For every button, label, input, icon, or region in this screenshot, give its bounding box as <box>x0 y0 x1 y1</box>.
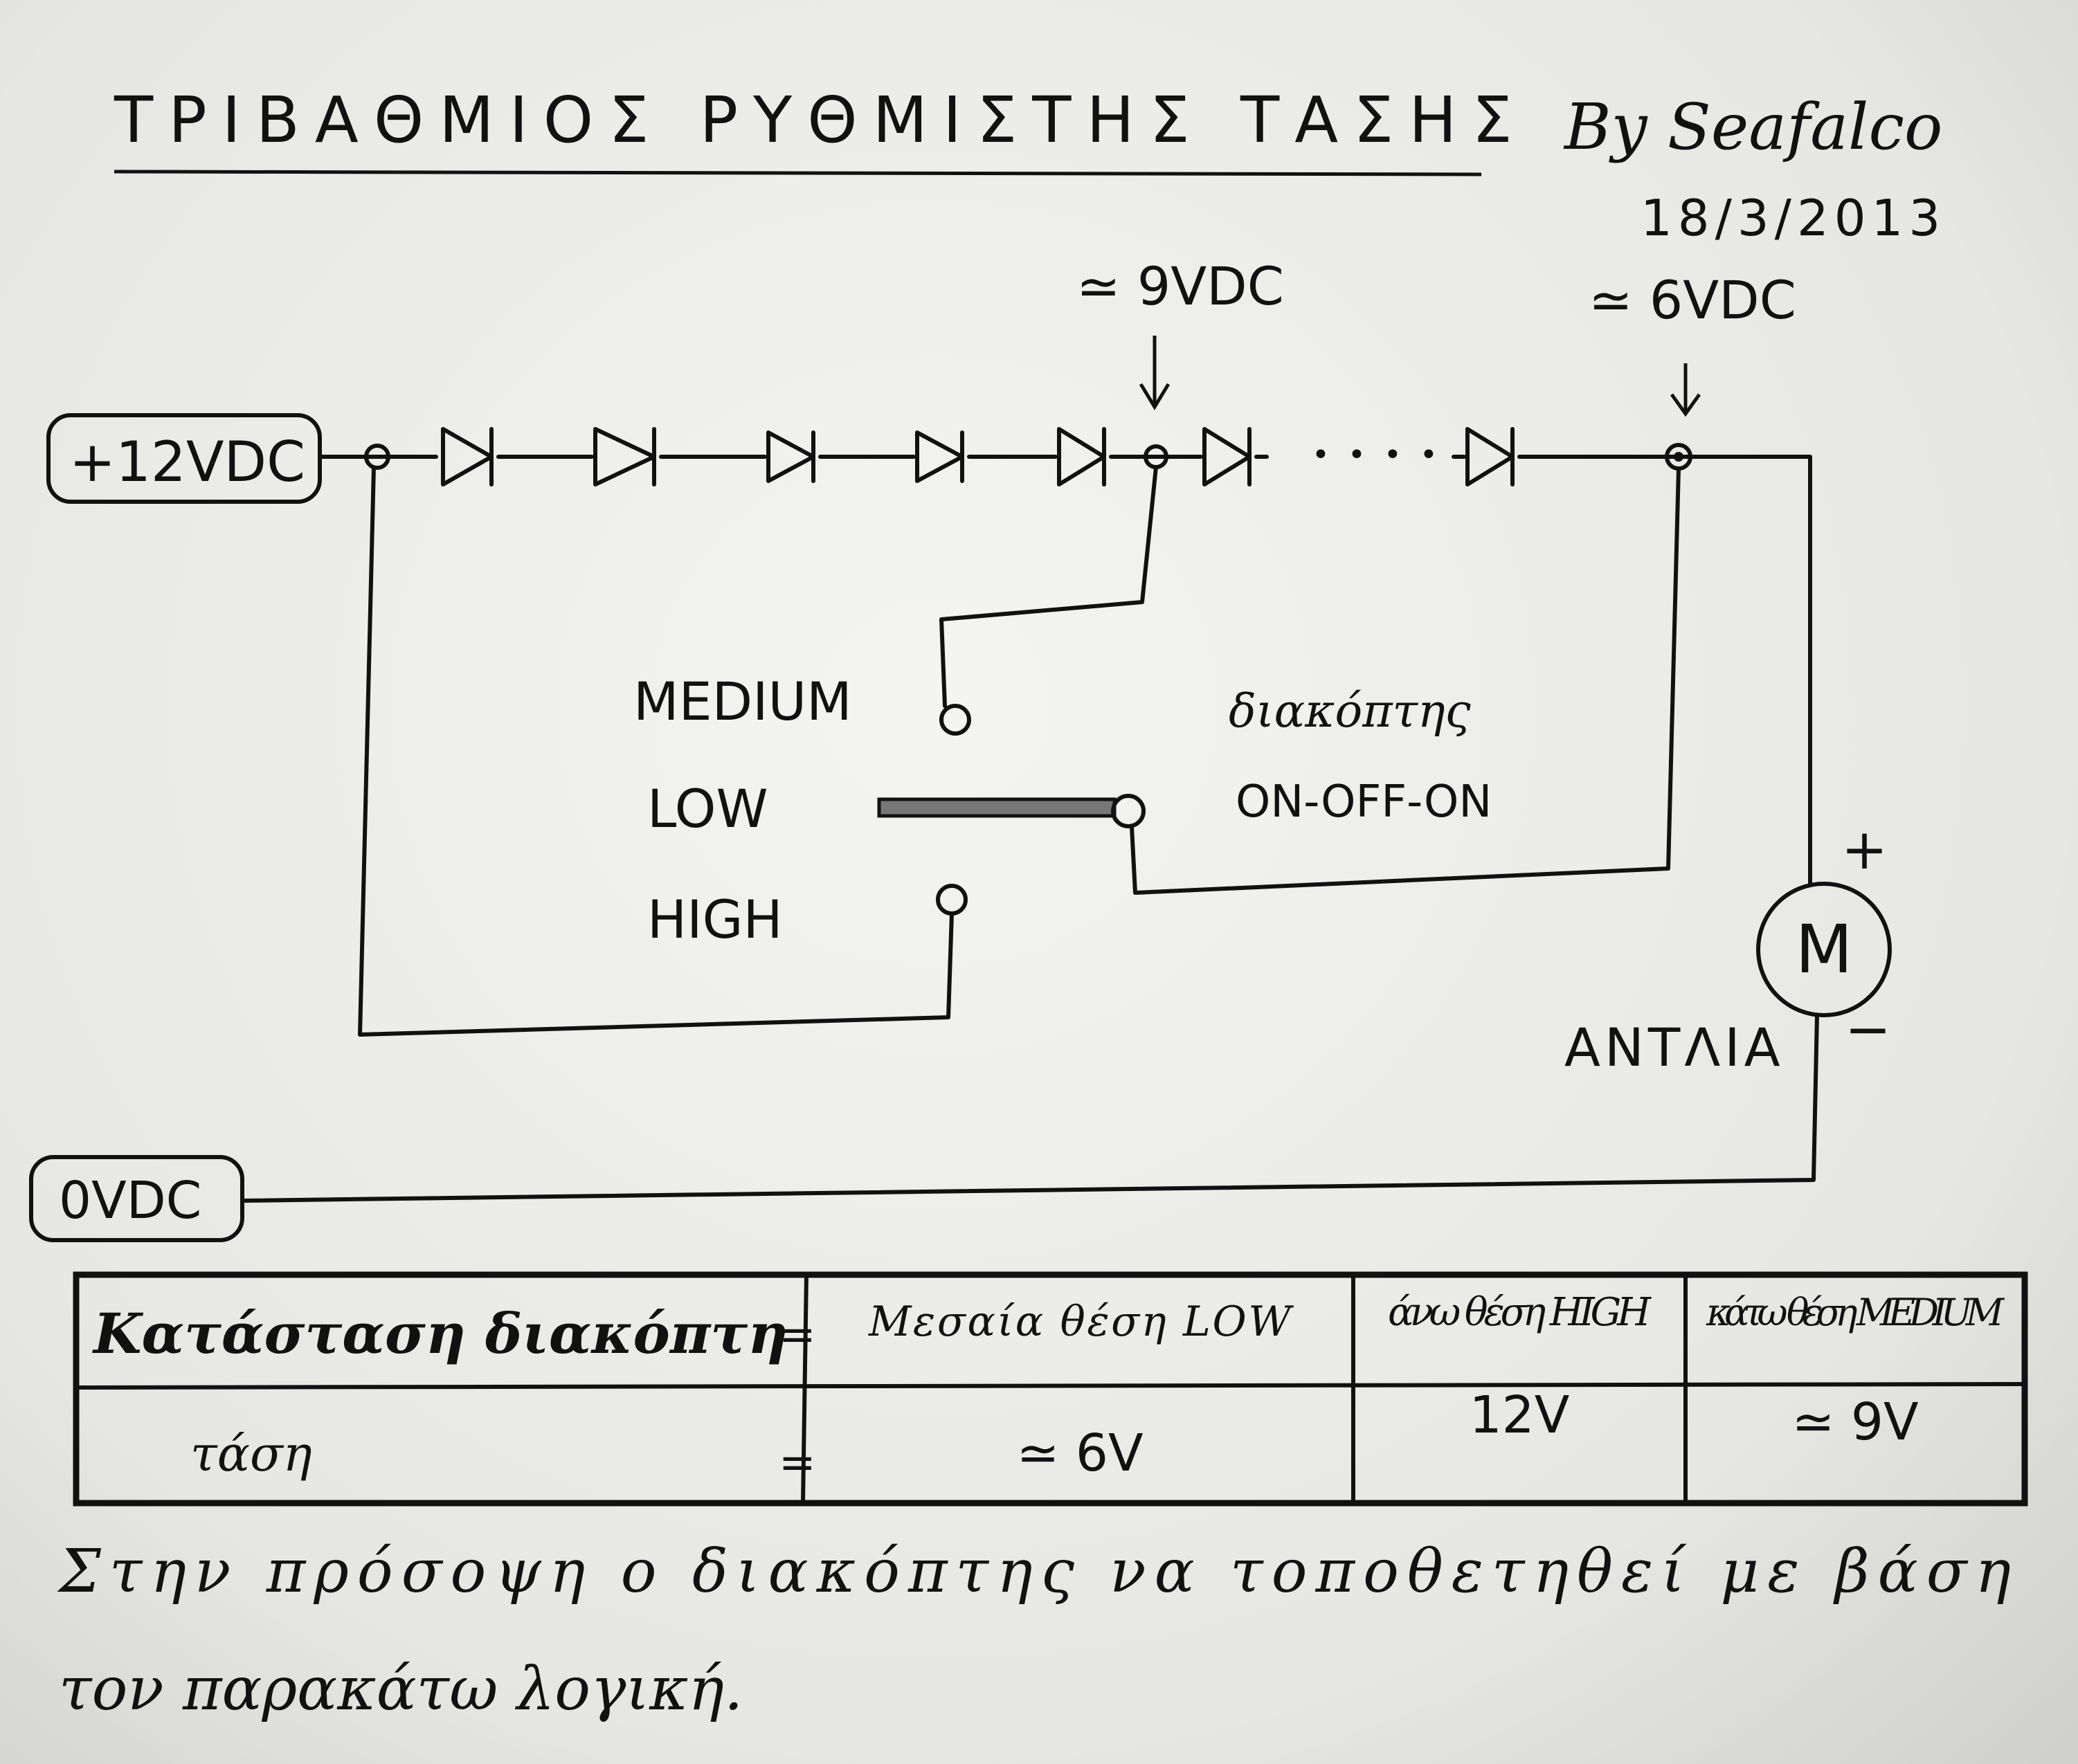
wire-common <box>1130 466 1681 895</box>
title-underline <box>114 170 1482 176</box>
diode-n <box>1465 427 1515 487</box>
table-col-divider-1 <box>801 1273 808 1505</box>
table-row-eq: = <box>779 1437 816 1489</box>
switch-type: ON-OFF-ON <box>1236 776 1492 828</box>
switch-pos-medium: MEDIUM <box>633 671 852 732</box>
tap-9v-arrow <box>1139 336 1171 410</box>
tap-6v-label: ≃ 6VDC <box>1589 269 1796 331</box>
table-row-divider <box>74 1382 2027 1390</box>
footer-note-line-2: τον παρακάτω λογική. <box>59 1655 743 1724</box>
diode-chain-dots: • • • • <box>1312 437 1442 473</box>
switch-name: διακόπτης <box>1229 684 1471 738</box>
diode-5 <box>1057 427 1106 487</box>
table-header-medium: κάτω θέση MEDIUM <box>1706 1291 2005 1334</box>
diode-6 <box>1202 427 1252 487</box>
table-header-eq: = <box>779 1309 816 1361</box>
supply-label: +12VDC <box>69 430 305 494</box>
contact-common <box>1111 794 1146 828</box>
author-label: By Seafalco <box>1563 90 1942 164</box>
node-supply <box>364 444 390 470</box>
table-header-high: άνω θέση HIGH <box>1388 1290 1652 1335</box>
tap-9v-label: ≃ 9VDC <box>1076 255 1284 317</box>
motor-letter: M <box>1796 911 1853 988</box>
page-title: ΤΡΙΒΑΘΜΙΟΣ ΡΥΘΜΙΣΤΗΣ ΤΑΣΗΣ <box>114 83 1528 157</box>
tap-6v-arrow <box>1670 363 1701 417</box>
table-header-low: Μεσαία θέση LOW <box>868 1298 1294 1346</box>
motor-label: ΑΝΤΛΙΑ <box>1564 1017 1785 1078</box>
ground-label: 0VDC <box>59 1171 201 1230</box>
switch-pos-high: HIGH <box>647 889 783 950</box>
motor-plus: + <box>1841 817 1888 882</box>
diode-4 <box>915 430 964 483</box>
motor-minus: − <box>1845 997 1891 1062</box>
table-value-medium: ≃ 9V <box>1791 1392 1919 1452</box>
diode-2 <box>593 427 656 487</box>
state-table: Κατάσταση διακόπτη = Μεσαία θέση LOW άνω… <box>73 1271 2028 1507</box>
motor-symbol <box>1756 882 1892 1017</box>
table-row-label: τάση <box>190 1426 312 1482</box>
table-value-low: ≃ 6V <box>1016 1424 1144 1483</box>
wire-motor-ground <box>240 624 1819 1203</box>
table-header-label: Κατάσταση διακόπτη <box>92 1301 788 1366</box>
contact-medium <box>939 704 971 736</box>
switch-lever <box>877 797 1117 818</box>
date-label: 18/3/2013 <box>1641 189 1946 247</box>
diode-1 <box>441 427 494 487</box>
node-6v-center <box>1674 452 1683 462</box>
contact-high <box>936 884 968 916</box>
top-rail <box>318 455 1812 628</box>
ground-terminal-box <box>29 1155 244 1242</box>
diode-3 <box>766 430 815 483</box>
footer-note-line-1: Στην πρόσοψη ο διακόπτης να τοποθετηθεί … <box>57 1537 2011 1606</box>
table-value-high: 12V <box>1470 1385 1570 1445</box>
wire-high-feed <box>358 465 954 1037</box>
switch-pos-low: LOW <box>647 778 768 839</box>
wire-medium-feed <box>939 465 1158 708</box>
